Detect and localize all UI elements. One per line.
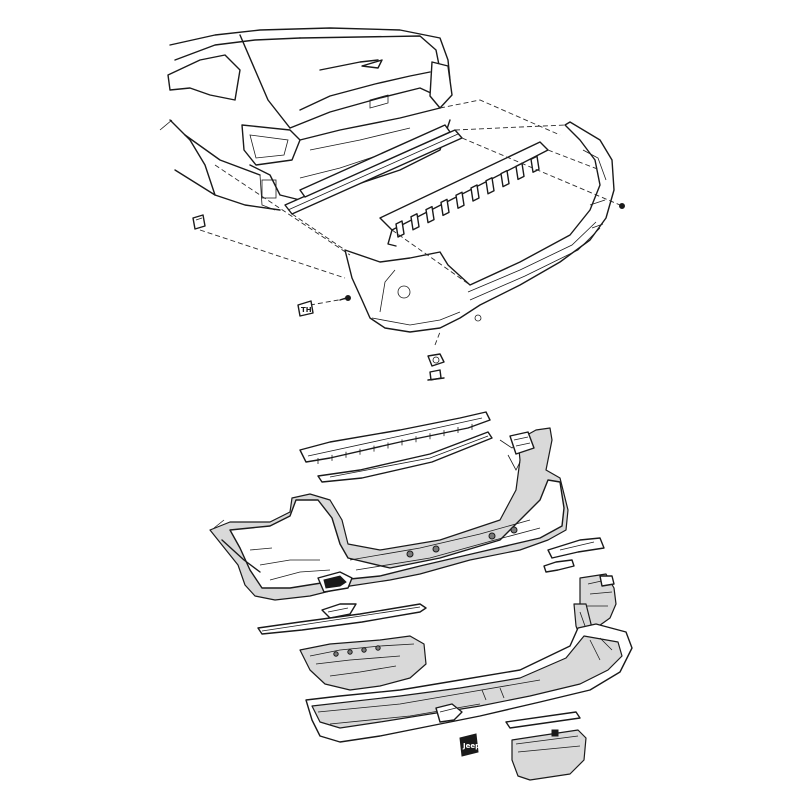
clip bbox=[192, 214, 206, 230]
absorber-rib bbox=[440, 198, 450, 217]
reflector-right bbox=[547, 537, 605, 559]
push-pin: TH bbox=[297, 300, 314, 317]
svg-text:TH: TH bbox=[301, 306, 312, 314]
absorber-rib bbox=[485, 177, 495, 195]
absorber-rib bbox=[410, 213, 420, 231]
absorber-rib bbox=[425, 205, 435, 224]
nut bbox=[427, 353, 445, 381]
fascia-upper bbox=[209, 427, 569, 601]
emblem-text: Jeep bbox=[462, 742, 480, 750]
emblem: Jeep bbox=[459, 733, 480, 757]
spoiler-top bbox=[299, 411, 491, 464]
spoiler-lower-strip bbox=[317, 431, 493, 483]
bezel-trim-left bbox=[321, 603, 357, 619]
bezel-trim-right bbox=[543, 559, 575, 573]
tail-lamp-right bbox=[429, 61, 453, 109]
step-pad bbox=[305, 623, 633, 743]
absorber-rib bbox=[395, 220, 405, 238]
exploded-view: Jeep bbox=[209, 411, 633, 781]
liftgate bbox=[159, 27, 451, 211]
absorber-rib bbox=[455, 191, 465, 209]
screw bbox=[339, 203, 625, 301]
absorber-rib bbox=[500, 169, 510, 188]
absorber-rib bbox=[470, 184, 480, 202]
step-trim-strip bbox=[505, 711, 581, 729]
tow-hook-cover bbox=[511, 729, 587, 781]
rear-fascia bbox=[344, 121, 615, 333]
upper-assembly-view: TH bbox=[159, 27, 625, 381]
fascia-lower bbox=[299, 635, 427, 691]
side-trim-left bbox=[257, 603, 427, 635]
reinforcement-beam bbox=[284, 124, 463, 215]
absorber-rib bbox=[515, 162, 525, 181]
tail-lamp-left bbox=[241, 124, 301, 166]
